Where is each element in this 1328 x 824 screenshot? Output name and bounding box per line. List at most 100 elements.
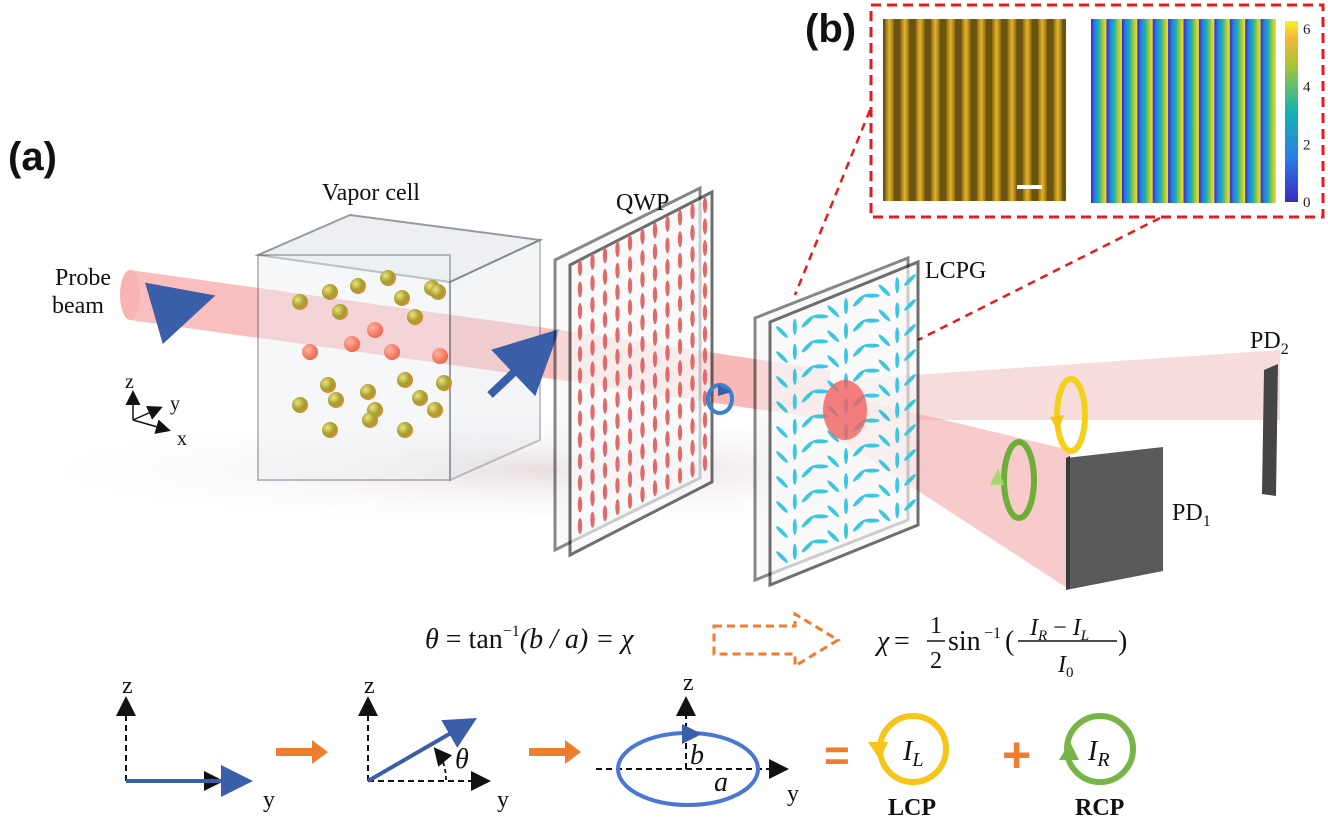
atom [427, 402, 443, 418]
qwp-ellipse [702, 326, 708, 342]
lc-molecule [904, 499, 916, 511]
lc-molecule [863, 393, 880, 398]
atom [430, 284, 446, 300]
qwp-ellipse [690, 310, 695, 327]
lc-molecule [792, 393, 797, 410]
svg-text:IR: IR [1087, 736, 1110, 771]
qwp-ellipse [677, 381, 683, 398]
qwp-ellipse [577, 475, 583, 491]
lc-molecule [844, 498, 848, 514]
qwp-ellipse [652, 480, 658, 497]
qwp-ellipse [690, 418, 695, 435]
micrograph-stripe [900, 19, 910, 201]
qwp-ellipse [677, 274, 683, 291]
qwp-ellipse [677, 317, 683, 334]
atom [344, 336, 360, 352]
qwp-ellipse [615, 477, 620, 494]
colorbar-tick-label: 2 [1303, 137, 1311, 153]
qwp-ellipse [602, 419, 608, 436]
lc-molecule [904, 399, 916, 411]
qwp-ellipse [665, 409, 670, 426]
atom [412, 390, 428, 406]
qwp-ellipse [590, 382, 595, 399]
lc-molecule [878, 484, 891, 497]
atom [380, 270, 396, 286]
elliptical-polarization-arrowhead [718, 385, 732, 396]
micrograph-stripe [961, 19, 971, 201]
atom [362, 412, 378, 428]
qwp-ellipse [677, 467, 683, 484]
qwp-ellipse [652, 394, 658, 411]
panel-b-label: (b) [805, 7, 856, 51]
micrograph-stripe [946, 19, 956, 201]
qwp-ellipse [652, 243, 658, 260]
lc-molecule [904, 299, 916, 311]
phase-stripe [1121, 19, 1138, 203]
qwp-ellipse [702, 304, 708, 321]
lc-molecule [801, 365, 814, 378]
lc-molecule [812, 364, 829, 369]
phase-stripe [1245, 19, 1261, 203]
lc-molecule [904, 324, 916, 336]
lc-molecule [776, 401, 788, 413]
qwp-ellipse [690, 289, 695, 306]
qwp-ellipse [665, 323, 670, 340]
qwp-ellipse [640, 314, 645, 331]
qwp-ellipse [652, 265, 658, 282]
lc-molecule [878, 284, 891, 297]
qwp-ellipse [702, 197, 708, 213]
colorbar-tick-label: 0 [1303, 195, 1311, 211]
lc-molecule [844, 473, 848, 489]
lc-molecule [801, 315, 814, 328]
qwp-ellipse [677, 252, 683, 269]
lc-molecule [776, 551, 788, 563]
qwp-ellipse [627, 299, 633, 316]
qwp-ellipse [615, 262, 620, 279]
qwp-ellipse [652, 351, 658, 368]
rcp-component: IR RCP [1059, 713, 1136, 821]
qwp-ellipse [615, 456, 620, 473]
axis-z-label: z [125, 371, 134, 393]
qwp-ellipse [677, 338, 683, 355]
svg-text:z: z [122, 673, 133, 699]
qwp-ellipse [690, 224, 695, 241]
qwp-ellipse [640, 228, 645, 245]
atom [292, 294, 308, 310]
micrograph-stripe [1022, 19, 1032, 201]
lc-molecule [863, 293, 880, 298]
qwp-ellipse [652, 437, 658, 454]
qwp-ellipse [677, 209, 683, 226]
lc-molecule [827, 480, 840, 493]
svg-text:IR − IL: IR − IL [1029, 615, 1089, 644]
phase-map [1091, 19, 1276, 203]
lc-molecule [812, 514, 829, 519]
inset-leader-line-left [793, 109, 872, 296]
atom [407, 309, 423, 325]
scale-bar [1017, 185, 1042, 189]
qwp-ellipse [702, 218, 708, 235]
qwp-ellipse [665, 237, 670, 254]
step3-elliptical: z y b a [596, 670, 799, 807]
qwp-ellipse [690, 353, 695, 370]
svg-text:y: y [787, 781, 799, 807]
qwp-ellipse [665, 280, 670, 297]
qwp-ellipse [665, 430, 670, 447]
implies-arrow [712, 611, 841, 669]
qwp-ellipse [602, 247, 608, 264]
svg-text:y: y [263, 787, 275, 813]
qwp-ellipse [677, 424, 683, 441]
lc-molecule [878, 409, 891, 422]
pd2-detector [1262, 364, 1278, 496]
lc-molecule [895, 427, 900, 444]
atom [384, 344, 400, 360]
qwp-label: QWP [616, 190, 669, 216]
micrograph-stripe [976, 19, 986, 201]
probe-beam-label-line1: Probe [55, 265, 111, 291]
lc-molecule [904, 474, 916, 486]
lc-molecule [863, 518, 880, 523]
lc-molecule [878, 434, 891, 447]
atoms [292, 270, 452, 438]
lc-molecule [827, 355, 840, 368]
lc-molecule [827, 455, 840, 468]
